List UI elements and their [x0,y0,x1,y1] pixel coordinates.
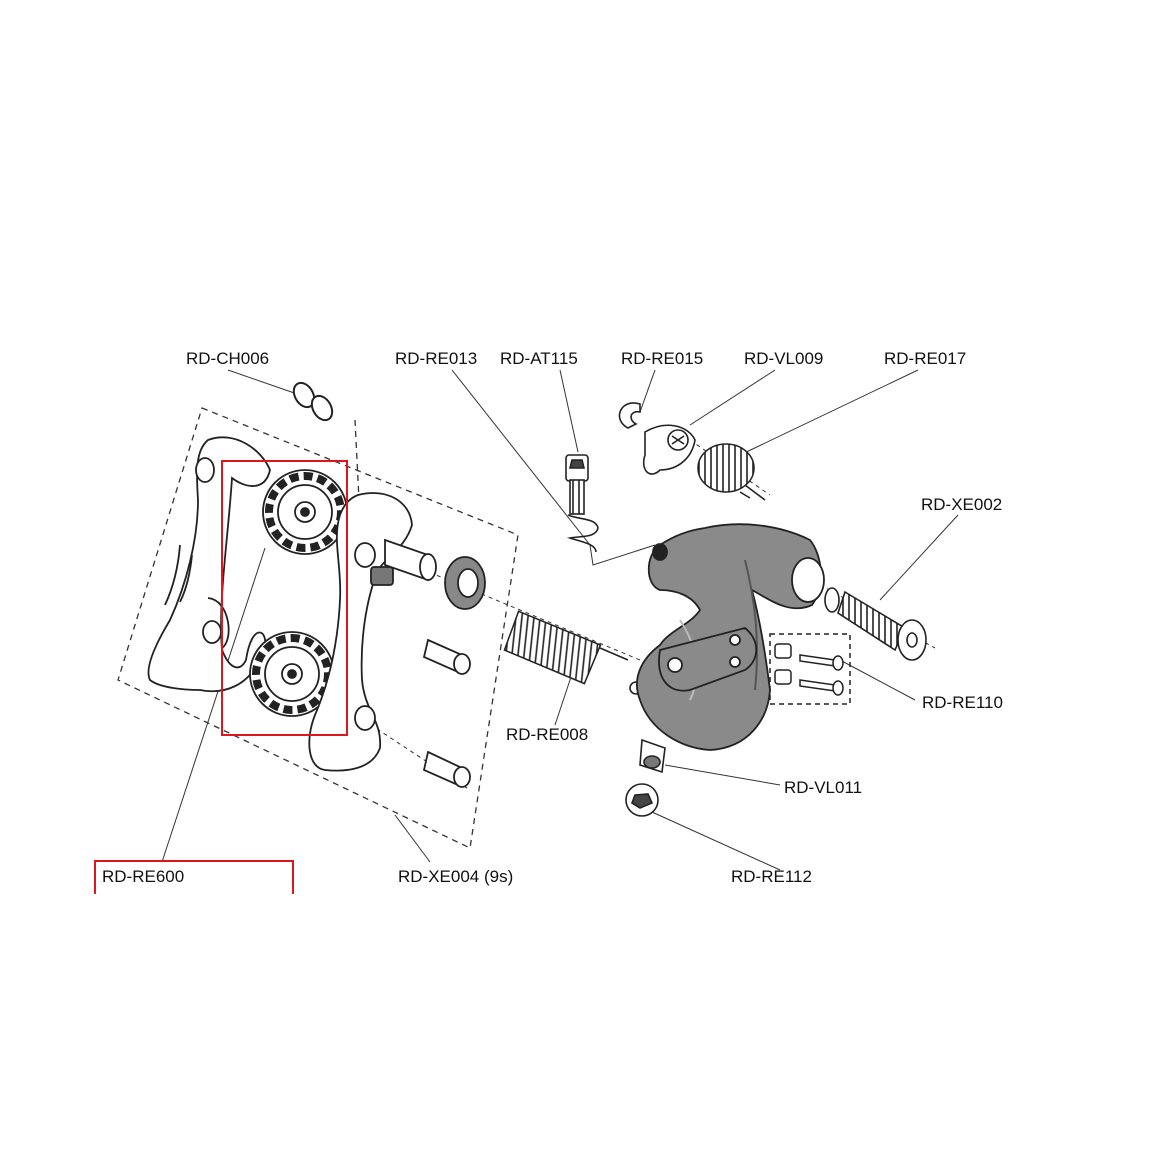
leader-lines [161,369,959,871]
cam-rd-vl009 [642,424,696,475]
highlight-rd-re600-label [94,860,294,894]
highlight-pulley-set [221,460,348,736]
link-bracket [589,544,656,566]
label-rd-re112[interactable]: RD-RE112 [731,867,812,886]
axle-bolt-rd-xe002 [824,587,927,661]
circlip-rd-ch006 [292,381,334,422]
cable-clamp-rd-vl011 [639,738,666,774]
label-rd-re110[interactable]: RD-RE110 [922,693,1003,712]
label-rd-re008[interactable]: RD-RE008 [506,725,589,744]
body-arm [658,627,758,692]
label-rd-re013[interactable]: RD-RE013 [395,349,478,368]
upper-pulley [262,469,348,555]
tension-spring-rd-re008 [503,610,629,685]
clip-rd-re015 [618,402,641,429]
label-rd-re600[interactable]: RD-RE600 [102,867,185,886]
clamp-bolt-rd-re112 [625,783,659,817]
cage-pivot-bushing [384,538,486,610]
cage-screws [422,638,471,788]
limit-screws-rd-re110 [769,633,851,705]
lower-pulley [249,631,335,717]
label-rd-vl009[interactable]: RD-VL009 [744,349,824,368]
label-rd-re015[interactable]: RD-RE015 [621,349,704,368]
label-rd-ch006[interactable]: RD-CH006 [186,349,270,368]
adjuster-bolt-rd-at115 [565,454,599,553]
label-rd-re017[interactable]: RD-RE017 [884,349,967,368]
label-rd-xe002[interactable]: RD-XE002 [921,495,1003,514]
cage-assembly-outline [117,407,519,849]
label-rd-vl011[interactable]: RD-VL011 [784,778,863,797]
spring-rd-re017 [697,443,766,501]
label-rd-xe004[interactable]: RD-XE004 (9s) [398,867,514,886]
label-rd-at115[interactable]: RD-AT115 [500,349,578,368]
